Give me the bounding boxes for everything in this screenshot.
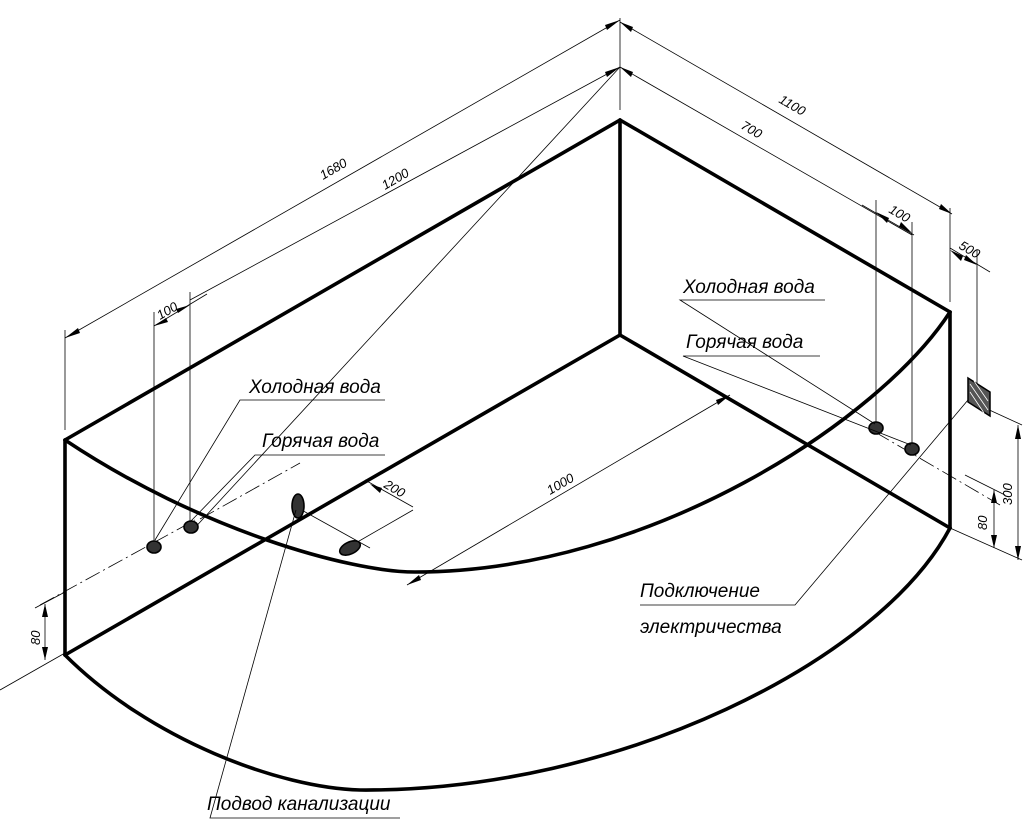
dimension-700: 700 bbox=[619, 66, 913, 236]
dimension-1100: 1100 bbox=[619, 21, 953, 302]
electrical-socket-icon bbox=[967, 376, 991, 418]
hot-water-port-right bbox=[904, 442, 920, 456]
dim-label-300: 300 bbox=[1000, 483, 1015, 505]
dim-label-100-left: 100 bbox=[154, 298, 181, 322]
dim-label-1000: 1000 bbox=[544, 470, 577, 498]
dim-label-700: 700 bbox=[739, 118, 766, 142]
dimension-100-left: 100 bbox=[153, 292, 208, 545]
labels: Холодная вода Горячая вода Холодная вода… bbox=[207, 277, 815, 815]
label-drain: Подвод канализации bbox=[207, 794, 391, 815]
cold-water-port-left bbox=[146, 540, 162, 554]
dimension-1200: 1200 bbox=[189, 66, 621, 534]
cold-water-port-right bbox=[868, 421, 884, 435]
center-lines bbox=[39, 431, 1001, 606]
dimension-500: 500 bbox=[949, 238, 991, 385]
dim-label-80-left: 80 bbox=[28, 630, 43, 645]
dimension-right-heights: 300 80 bbox=[949, 407, 1023, 561]
label-leaders bbox=[154, 299, 969, 819]
label-cold-water-left: Холодная вода bbox=[248, 377, 381, 398]
hot-water-port-left bbox=[183, 520, 199, 534]
dimension-left-height: 80 bbox=[0, 591, 66, 691]
dim-label-80-right: 80 bbox=[975, 515, 990, 530]
label-hot-water-right: Горячая вода bbox=[686, 332, 803, 353]
ports bbox=[146, 376, 991, 556]
label-cold-water-right: Холодная вода bbox=[682, 277, 815, 298]
dimension-1000: 1000 bbox=[406, 394, 731, 586]
label-hot-water-left: Горячая вода bbox=[262, 431, 379, 452]
drain-port bbox=[338, 540, 362, 556]
label-electricity-line2: электричества bbox=[640, 617, 782, 638]
bathtub-outline bbox=[63, 118, 952, 792]
dimension-100-right: 100 bbox=[861, 200, 915, 452]
overflow-port bbox=[291, 493, 305, 519]
dim-label-1680: 1680 bbox=[317, 155, 350, 183]
label-electricity-line1: Подключение bbox=[640, 581, 760, 602]
dim-label-200: 200 bbox=[381, 476, 409, 501]
